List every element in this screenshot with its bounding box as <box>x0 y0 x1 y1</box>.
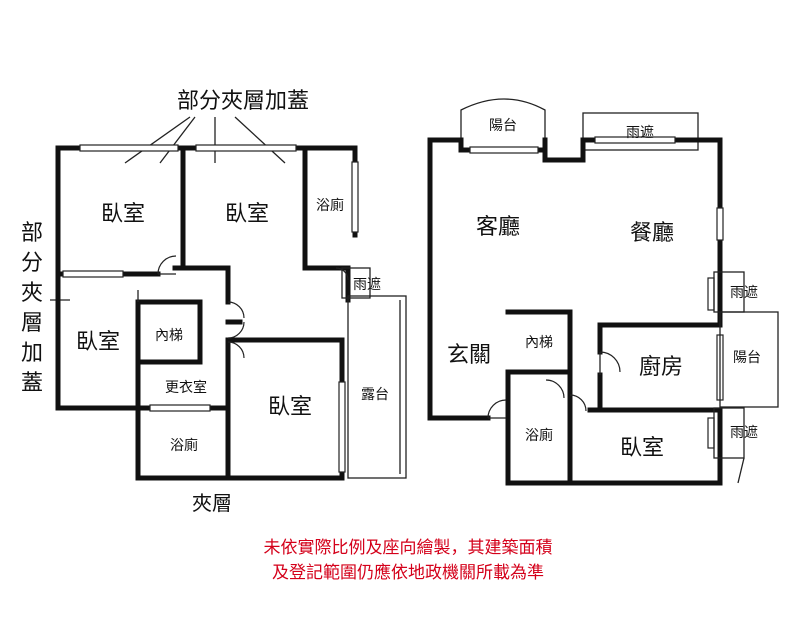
window <box>338 381 346 473</box>
left-bedroom-4-label: 臥室 <box>268 395 312 420</box>
left-doors <box>137 255 349 412</box>
mezzanine-side-char: 加 <box>21 341 43 366</box>
disclaimer-notice: 未依實際比例及座向繪製，其建築面積 及登記範圍仍應依地政機關所載為準 <box>264 538 553 583</box>
dressing-room-label: 更衣室 <box>165 379 207 396</box>
rain-shelter-right-2-label: 雨遮 <box>730 425 758 441</box>
window <box>62 270 124 278</box>
door-swing <box>227 301 245 319</box>
door-swing <box>487 399 507 419</box>
door-swing <box>157 255 177 275</box>
kitchen-label: 廚房 <box>639 355 683 380</box>
notice-line-1: 未依實際比例及座向繪製，其建築面積 <box>264 538 553 558</box>
left-windows <box>62 144 359 473</box>
right-bath-label: 浴廁 <box>525 427 553 444</box>
window <box>79 144 179 152</box>
mezzanine-side-label: 部 分 夾 層 加 蓋 <box>21 221 43 396</box>
entrance-label: 玄關 <box>447 343 491 368</box>
right-side-exterior <box>713 271 779 484</box>
right-doors <box>487 351 621 419</box>
right-top-exterior <box>460 98 699 151</box>
window <box>351 161 359 233</box>
right-walls <box>427 137 723 486</box>
rain-shelter-outline <box>713 407 745 459</box>
mezzanine-side-char: 分 <box>21 251 43 276</box>
left-walls <box>55 145 358 481</box>
left-rain-shelter-label: 雨遮 <box>353 277 381 293</box>
rain-shelter-outline <box>341 267 371 299</box>
rain-shelter-right-1-label: 雨遮 <box>730 285 758 301</box>
left-bedroom-1-label: 臥室 <box>101 202 145 227</box>
window <box>707 277 715 311</box>
door-swing <box>227 341 245 359</box>
dining-room-label: 餐廳 <box>630 221 674 246</box>
right-bedroom-label: 臥室 <box>620 436 664 461</box>
window <box>707 417 715 449</box>
terrace-outline <box>347 295 407 479</box>
mezzanine-side-char: 層 <box>21 311 43 336</box>
door-swing <box>545 379 565 399</box>
rain-shelter-top-label: 雨遮 <box>626 125 654 141</box>
right-floor-plan: 陽台 雨遮 客廳 餐廳 雨遮 玄關 內梯 廚房 陽台 浴廁 臥室 雨遮 <box>427 98 779 486</box>
mezzanine-side-char: 部 <box>21 221 43 246</box>
window <box>469 146 539 154</box>
door-swing <box>335 267 349 281</box>
left-floor-plan: 部分夾層加蓋 部 分 夾 層 加 蓋 臥室 臥室 臥室 臥室 浴廁 內梯 更衣室… <box>21 89 407 515</box>
living-room-label: 客廳 <box>476 215 520 240</box>
left-bedroom-3-label: 臥室 <box>76 330 120 355</box>
balcony-top-label: 陽台 <box>489 118 517 134</box>
window <box>594 136 676 144</box>
left-exterior-outlines <box>341 267 407 479</box>
right-inner-stair-label: 內梯 <box>525 335 553 351</box>
balcony-top-outline <box>460 98 546 150</box>
door-swing <box>227 321 245 339</box>
rain-shelter-top-outline <box>582 112 699 151</box>
balcony-right-outline <box>719 311 779 408</box>
door-swing <box>569 394 587 412</box>
window <box>716 207 724 241</box>
doorway <box>149 404 211 412</box>
window <box>195 144 297 152</box>
door-swing <box>599 351 621 373</box>
left-bath-label: 浴廁 <box>316 197 344 214</box>
terrace-label: 露台 <box>361 387 389 403</box>
mezzanine-side-char: 蓋 <box>21 371 43 396</box>
left-bedroom-2-label: 臥室 <box>225 202 269 227</box>
left-bath-2-label: 浴廁 <box>170 437 198 454</box>
notice-line-2: 及登記範圍仍應依地政機關所載為準 <box>272 562 544 583</box>
mezzanine-floor-label: 夾層 <box>192 491 232 515</box>
mezzanine-top-label: 部分夾層加蓋 <box>177 89 309 114</box>
balcony-right-label: 陽台 <box>733 350 761 366</box>
left-inner-stair-label: 內梯 <box>155 328 183 344</box>
mezzanine-side-char: 夾 <box>21 281 43 306</box>
